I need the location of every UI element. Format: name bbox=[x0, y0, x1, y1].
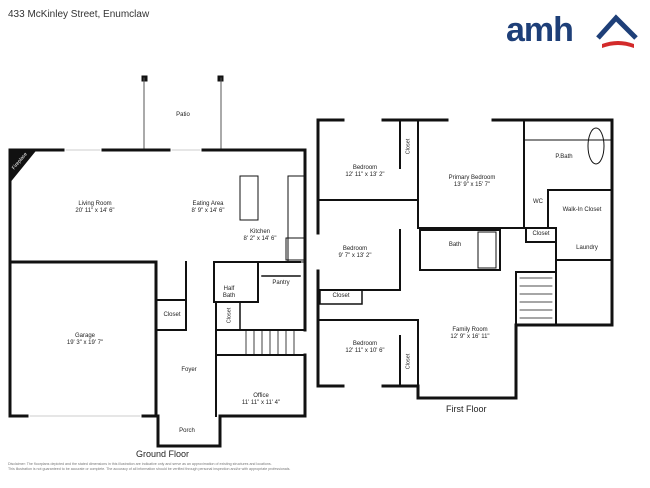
pantry-label: Pantry bbox=[272, 280, 290, 286]
bedroom1-closet-label: Closet bbox=[405, 138, 412, 155]
bedroom1-dimensions: 12' 11" x 13' 2" bbox=[345, 172, 385, 178]
disclaimer: Disclaimer: The floorplans depicted and … bbox=[8, 462, 528, 472]
porch-label: Porch bbox=[179, 428, 195, 434]
bedroom1-label: Bedroom bbox=[352, 165, 378, 171]
property-address: 433 McKinley Street, Enumclaw bbox=[8, 9, 150, 20]
small-closet-label: Closet bbox=[226, 307, 233, 324]
walkin-closet-label: Walk-In Closet bbox=[562, 207, 602, 213]
bedroom2-label: Bedroom bbox=[342, 246, 368, 252]
eating-area-label: Eating Area bbox=[192, 201, 224, 207]
amh-logo: amh bbox=[506, 8, 646, 52]
house-roof-icon bbox=[596, 14, 638, 48]
office-dimensions: 11' 11" x 11' 4" bbox=[241, 400, 281, 406]
family-room-dimensions: 12' 9" x 16' 11" bbox=[450, 334, 490, 340]
foyer-label: Foyer bbox=[181, 367, 197, 373]
wc-label: WC bbox=[533, 199, 543, 205]
half-bath-label: Half Bath bbox=[218, 286, 240, 300]
bedroom3-label: Bedroom bbox=[352, 341, 378, 347]
laundry-label: Laundry bbox=[576, 245, 598, 251]
half-bath-text: Half Bath bbox=[222, 286, 236, 299]
eating-area-dimensions: 8' 9" x 14' 6" bbox=[191, 208, 225, 214]
kitchen-dimensions: 8' 2" x 14' 6" bbox=[243, 236, 277, 242]
kitchen-label: Kitchen bbox=[249, 229, 270, 235]
primary-bedroom-label: Primary Bedroom bbox=[448, 175, 496, 181]
disclaimer-line-1: Disclaimer: The floorplans depicted and … bbox=[8, 462, 272, 466]
garage-label: Garage bbox=[74, 333, 95, 339]
garage-closet-label: Closet bbox=[163, 312, 181, 318]
bath-label: Bath bbox=[448, 242, 462, 248]
patio-label: Patio bbox=[176, 112, 190, 118]
logo-text: amh bbox=[506, 11, 574, 49]
disclaimer-line-2: This illustration is not guaranteed to b… bbox=[8, 467, 291, 471]
primary-bedroom-dimensions: 13' 9" x 15' 7" bbox=[453, 182, 491, 188]
living-room-label: Living Room bbox=[78, 201, 112, 207]
garage-dimensions: 19' 3" x 19' 7" bbox=[66, 340, 104, 346]
bedroom2-closet-label: Closet bbox=[332, 293, 350, 299]
bedroom3-closet-label: Closet bbox=[405, 353, 412, 370]
bedroom3-dimensions: 12' 11" x 10' 6" bbox=[345, 348, 385, 354]
family-room-label: Family Room bbox=[452, 327, 488, 333]
bedroom2-dimensions: 9' 7" x 13' 2" bbox=[338, 253, 372, 259]
office-label: Office bbox=[253, 393, 269, 399]
first-floor-title: First Floor bbox=[446, 404, 487, 414]
living-room-dimensions: 20' 11" x 14' 6" bbox=[75, 208, 115, 214]
pbath-label: P.Bath bbox=[555, 154, 573, 160]
ground-floor-title: Ground Floor bbox=[136, 449, 190, 459]
hall-closet-label: Closet bbox=[532, 231, 550, 237]
